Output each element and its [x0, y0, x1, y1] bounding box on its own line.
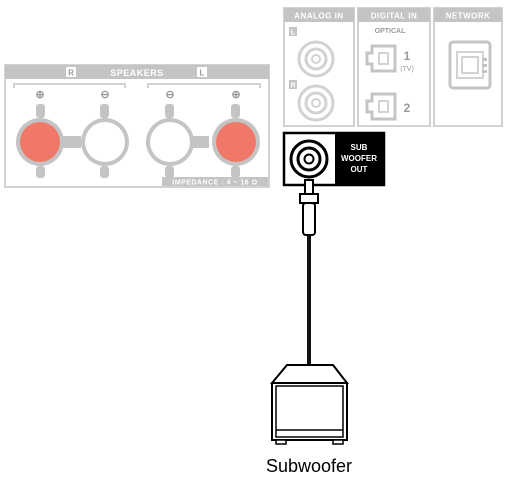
terminal-left-positive: [216, 122, 256, 162]
speakers-title: SPEAKERS: [110, 68, 164, 78]
polarity-plus-icon: ⊕: [231, 89, 240, 101]
speakers-panel: R SPEAKERS L ⊕ ⊖ ⊖ ⊕: [4, 64, 270, 188]
optical-port-2-label: 2: [404, 101, 411, 115]
ethernet-port-icon: [448, 40, 492, 90]
analog-in-header-bar: [284, 8, 354, 22]
optical-port-1: [365, 44, 397, 73]
subwoofer-out-label-bg: [335, 133, 384, 185]
subwoofer-front-panel: [275, 385, 344, 438]
rca-plug-body: [302, 202, 316, 236]
terminal-tabs: [36, 104, 240, 178]
polarity-plus-icon: ⊕: [35, 89, 44, 101]
analog-in-r-box: [289, 80, 297, 89]
subwoofer-foot-left: [275, 439, 287, 445]
terminal-left-negative: [150, 122, 190, 162]
channel-l-box: [197, 67, 207, 77]
terminal-right-negative: [85, 122, 125, 162]
optical-port-2: [365, 92, 397, 121]
digital-in-title: DIGITAL IN: [371, 12, 417, 21]
subwoofer-out-panel: SUB WOOFER OUT: [282, 131, 386, 187]
analog-in-l-box: [289, 27, 297, 36]
impedance-bar: [162, 177, 268, 186]
terminal-right-positive: [20, 122, 60, 162]
rca-cable: [299, 179, 319, 366]
polarity-minus-icon: ⊖: [165, 89, 174, 101]
digital-in-header-bar: [358, 8, 430, 22]
channel-r-box: [66, 67, 76, 77]
subwoofer-top: [269, 364, 350, 384]
subwoofer-out-line2: WOOFER: [341, 154, 377, 163]
network-title: NETWORK: [446, 12, 491, 21]
network-panel: NETWORK: [433, 7, 503, 127]
terminal-link-left: [191, 136, 209, 148]
impedance-label: IMPEDANCE : 4 ~ 16 Ω: [172, 180, 257, 187]
subwoofer-out-line3: OUT: [351, 165, 368, 174]
analog-in-l-label: L: [291, 30, 296, 37]
channel-r-label: R: [68, 69, 74, 78]
analog-in-title: ANALOG IN: [294, 12, 343, 21]
analog-in-panel: ANALOG IN L R: [283, 7, 355, 127]
network-header-bar: [434, 8, 502, 22]
polarity-minus-icon: ⊖: [100, 89, 109, 101]
subwoofer-out-line1: SUB: [351, 143, 368, 152]
bracket-right-channel: [13, 83, 126, 88]
optical-label: OPTICAL: [375, 28, 406, 35]
channel-l-label: L: [200, 69, 205, 78]
analog-in-r-label: R: [290, 83, 295, 90]
bracket-left-channel: [147, 83, 261, 88]
subwoofer-caption: Subwoofer: [266, 456, 352, 476]
rca-plug-tip: [304, 179, 314, 195]
rca-plug-collar: [299, 193, 319, 204]
subwoofer-device: [269, 364, 350, 445]
subwoofer-foot-right: [332, 439, 344, 445]
terminal-link-right: [63, 136, 81, 148]
digital-in-panel: DIGITAL IN OPTICAL 1 (TV) 2: [357, 7, 431, 127]
optical-port-1-note: (TV): [400, 66, 414, 73]
optical-port-1-label: 1: [404, 49, 411, 63]
